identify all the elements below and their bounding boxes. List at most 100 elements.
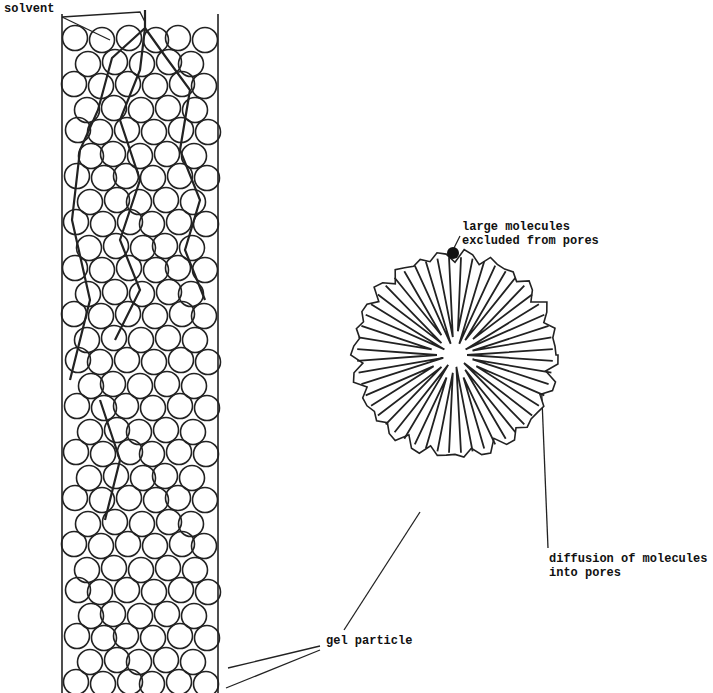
gel-bead [115, 578, 140, 603]
pore [466, 304, 545, 349]
gel-bead [102, 556, 127, 581]
gel-bead [156, 326, 181, 351]
gel-bead [157, 510, 182, 535]
gel-bead [89, 304, 114, 329]
pore [473, 286, 532, 339]
gel-bead [168, 624, 193, 649]
large-molecule [447, 247, 459, 259]
gel-bead [194, 442, 219, 467]
gel-bead [192, 304, 217, 329]
gel-bead [88, 350, 113, 375]
gel-bead [140, 672, 165, 693]
gel-bead [66, 118, 91, 143]
gel-bead [64, 210, 89, 235]
gel-bead [92, 166, 117, 191]
gel-bead [141, 166, 166, 191]
gel-bead [166, 26, 191, 51]
pore [359, 326, 432, 349]
gel-bead [154, 188, 179, 213]
gel-bead [167, 670, 192, 693]
gel-bead [179, 512, 204, 537]
gel-bead [143, 304, 168, 329]
gel-bead [170, 532, 195, 557]
gel-bead [62, 72, 87, 97]
gel-bead [65, 624, 90, 649]
column-wall [61, 14, 63, 693]
gel-bead [194, 672, 219, 693]
gel-bead [166, 256, 191, 281]
gel-bead [63, 26, 88, 51]
gel-bead [89, 534, 114, 559]
gel-bead [105, 418, 130, 443]
gel-bead [101, 602, 126, 627]
gel-bead [62, 532, 87, 557]
gel-bead [90, 28, 115, 53]
gel-bead [101, 372, 126, 397]
gel-bead [140, 442, 165, 467]
molecule-label: large molecules excluded from pores [462, 220, 612, 248]
gel-bead [91, 212, 116, 237]
gel-bead [118, 440, 143, 465]
porous-gel-particle [351, 250, 558, 458]
diffusion-label: diffusion of molecules into pores [549, 552, 709, 580]
pore [395, 365, 449, 439]
pore [359, 358, 444, 384]
gel-bead [155, 142, 180, 167]
gel-bead [142, 120, 167, 145]
pore [395, 271, 442, 335]
gel-bead [92, 626, 117, 651]
gel-bead [153, 464, 178, 489]
gel-bead [64, 440, 89, 465]
gel-bead [154, 648, 179, 673]
gel-bead [196, 350, 221, 375]
gel-bead [144, 258, 169, 283]
pore [357, 349, 437, 361]
gel-bead [91, 672, 116, 693]
gel-bead [143, 534, 168, 559]
gel-bead [115, 348, 140, 373]
gel-bead [192, 74, 217, 99]
gel-bead [166, 486, 191, 511]
gel-bead [169, 348, 194, 373]
gel-bead [127, 420, 152, 445]
solvent-label: solvent [4, 2, 84, 16]
gel-bead [154, 418, 179, 443]
gel-bead [142, 580, 167, 605]
gel-bead [117, 486, 142, 511]
gel-bead [62, 302, 87, 327]
gel-bead [155, 372, 180, 397]
gel-bead [195, 396, 220, 421]
pore [459, 261, 495, 343]
gel-bead [65, 394, 90, 419]
gel-bead [102, 96, 127, 121]
gel-bead [170, 72, 195, 97]
gel-bead [102, 326, 127, 351]
pore [473, 326, 552, 351]
pore [467, 349, 553, 361]
gel-bead [193, 488, 218, 513]
gel-bead [179, 52, 204, 77]
gel-beads [62, 26, 221, 693]
gel-bead [75, 98, 100, 123]
gel-bead [169, 578, 194, 603]
pore [464, 377, 496, 448]
gel-bead [117, 26, 142, 51]
gel-particle-label: gel particle [326, 634, 436, 648]
pore [378, 286, 442, 343]
gel-bead [88, 580, 113, 605]
gel-bead [144, 488, 169, 513]
gel-bead [156, 96, 181, 121]
gel-bead [103, 50, 128, 75]
gel-bead [196, 580, 221, 605]
gel-bead [140, 212, 165, 237]
gel-bead [192, 534, 217, 559]
gel-bead [92, 396, 117, 421]
gel-bead [75, 558, 100, 583]
gel-bead [66, 578, 91, 603]
gel-bead [117, 256, 142, 281]
pore [366, 304, 445, 349]
pore [465, 370, 515, 439]
particle-outline [351, 250, 558, 458]
gel-bead [101, 142, 126, 167]
gel-bead [64, 670, 89, 693]
